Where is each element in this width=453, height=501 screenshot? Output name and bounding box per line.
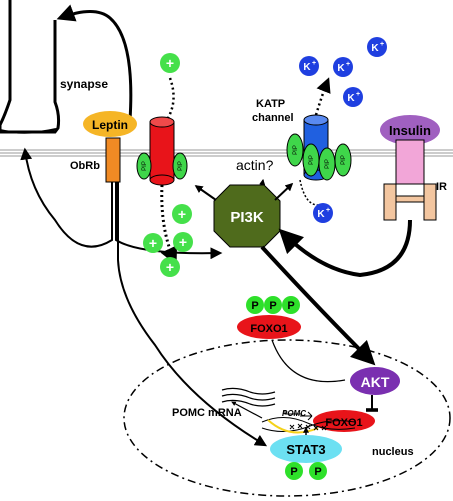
pip3-cation-left: PIP [136, 152, 152, 180]
katp-label-line2: channel [252, 112, 294, 124]
k-ion-3: K + [367, 37, 387, 57]
stat3-phospho-p-2: P [309, 462, 327, 480]
phospho-p-2: P [264, 296, 282, 314]
dna-helix [261, 417, 356, 434]
pomc-promoter-mark [300, 411, 313, 421]
stat3-label: STAT3 [286, 442, 325, 457]
synapse-label: synapse [60, 77, 108, 91]
svg-text:PIP: PIP [178, 161, 184, 171]
insulin-label: Insulin [389, 123, 431, 138]
insulin-receptor [383, 139, 437, 221]
k-ion-intracellular: K + [313, 203, 333, 223]
cation-ion-4: + [160, 257, 180, 277]
katp-label-line1: KATP [256, 98, 285, 110]
foxo1-cyto-label: FOXO1 [250, 323, 287, 335]
svg-text:PIP: PIP [309, 155, 315, 165]
foxo1-nuclear-label: FOXO1 [325, 417, 362, 429]
svg-text:PIP: PIP [293, 145, 299, 155]
svg-text:+: + [356, 91, 360, 98]
obrb-label: ObRb [70, 160, 100, 172]
svg-text:+: + [380, 41, 384, 48]
k-ion-1: K + [299, 56, 319, 76]
svg-text:P: P [290, 466, 297, 478]
svg-text:PIP: PIP [325, 159, 331, 169]
svg-text:K: K [347, 93, 355, 104]
nucleus-boundary [123, 339, 451, 497]
phospho-p-3: P [282, 296, 300, 314]
akt-node [350, 367, 400, 395]
actin-label: actin? [236, 157, 274, 173]
phospho-p-1: P [246, 296, 264, 314]
arrow-pi3k-to-cation-channel [194, 185, 217, 201]
k-ion-2: K + [333, 57, 353, 77]
pip3-cation-right: PIP [172, 152, 188, 180]
arrow-to-synapse [56, 4, 133, 121]
cation-ion-3: + [173, 232, 193, 252]
cation-ion-1: + [172, 204, 192, 224]
arrow-transcription [231, 401, 263, 419]
pip3-katp-4: PIP [334, 143, 352, 177]
svg-text:K: K [337, 63, 345, 74]
svg-text:+: + [312, 60, 316, 67]
cation-influx-path [166, 77, 175, 119]
svg-text:PIP: PIP [142, 161, 148, 171]
svg-text:+: + [346, 61, 350, 68]
pip3-katp-3: PIP [318, 147, 336, 181]
svg-text:+: + [326, 207, 330, 214]
stat3-phospho-p-1: P [285, 462, 303, 480]
svg-text:P: P [251, 300, 258, 312]
arrow-ir-to-pi3k [278, 219, 412, 278]
svg-text:K: K [317, 209, 325, 220]
pip3-katp-1: PIP [286, 133, 304, 167]
k-ion-4: K + [343, 87, 363, 107]
k-efflux-arrow [314, 77, 331, 116]
arrow-obrb-to-synapse [20, 147, 113, 248]
leptin-ligand [83, 111, 137, 137]
svg-text:+: + [166, 259, 174, 275]
arrow-pi3k-to-akt [260, 245, 376, 366]
pomc-tss-arrow [284, 410, 302, 415]
svg-text:P: P [287, 300, 294, 312]
svg-text:+: + [166, 55, 174, 71]
svg-text:+: + [179, 234, 187, 250]
cation-channel [149, 116, 175, 186]
cation-ion-outside: + [160, 53, 180, 73]
akt-label: AKT [361, 374, 390, 390]
svg-text:+: + [149, 235, 157, 251]
pip3-katp-2: PIP [302, 143, 320, 177]
synapse-terminal [0, 0, 61, 134]
cell-membrane [0, 149, 453, 157]
arrow-obrb-to-stat3 [117, 182, 268, 447]
svg-text:P: P [269, 300, 276, 312]
pi3k-label: PI3K [230, 209, 264, 226]
ir-label: IR [436, 181, 447, 193]
svg-text:+: + [178, 206, 186, 222]
insulin-ligand [380, 115, 440, 145]
foxo1-phosphorylated: FOXO1 [237, 315, 301, 339]
pomc-mrna-strands [221, 387, 276, 407]
arrow-pi3k-to-katp [274, 182, 294, 201]
stat3-node [270, 435, 342, 463]
svg-text:PIP: PIP [341, 155, 347, 165]
obrb-receptor [105, 137, 121, 183]
svg-text:P: P [314, 466, 321, 478]
nucleus-label: nucleus [372, 446, 414, 458]
pomc-mrna-label: POMC mRNA [172, 407, 242, 419]
foxo1-shuttle-line [271, 339, 346, 383]
svg-text:K: K [303, 62, 311, 73]
cation-ion-2: + [143, 233, 163, 253]
svg-text:K: K [371, 43, 379, 54]
cation-entry-path [160, 184, 178, 266]
leptin-label: Leptin [92, 118, 128, 132]
